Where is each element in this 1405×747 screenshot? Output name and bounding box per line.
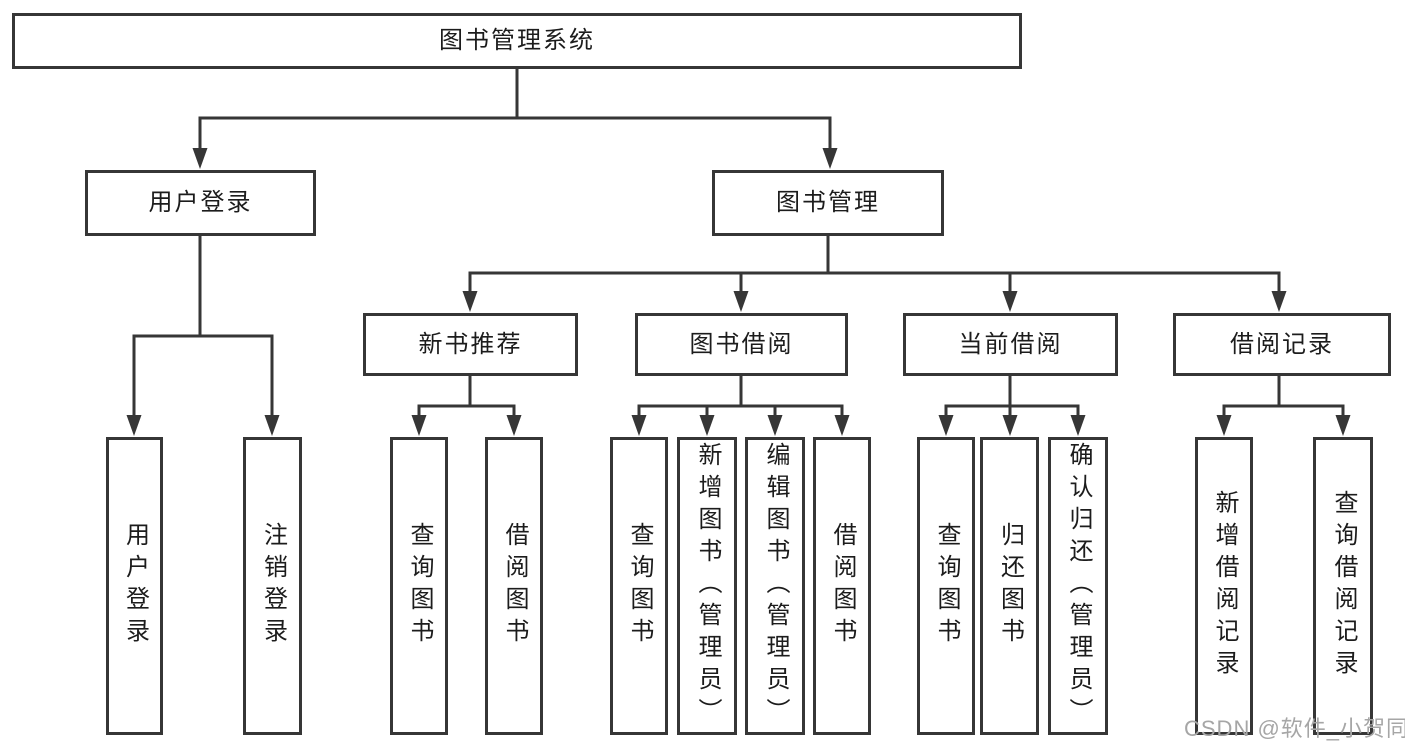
leaf-borrow-books-recommend: 借阅图书 bbox=[485, 437, 543, 735]
node-new-book-recommend: 新书推荐 bbox=[363, 313, 578, 376]
leaf-query-borrow-record: 查询借阅记录 bbox=[1313, 437, 1373, 735]
node-book-borrow: 图书借阅 bbox=[635, 313, 848, 376]
node-user-login: 用户登录 bbox=[85, 170, 316, 236]
leaf-query-books-current: 查询图书 bbox=[917, 437, 975, 735]
watermark: CSDN @软件_小贺同学 bbox=[1184, 716, 1405, 741]
node-book-management: 图书管理 bbox=[712, 170, 944, 236]
leaf-logout: 注销登录 bbox=[243, 437, 302, 735]
leaf-query-books-borrow: 查询图书 bbox=[610, 437, 668, 735]
leaf-user-login: 用户登录 bbox=[106, 437, 163, 735]
leaf-add-borrow-record: 新增借阅记录 bbox=[1195, 437, 1253, 735]
leaf-return-books: 归还图书 bbox=[980, 437, 1039, 735]
node-borrow-records: 借阅记录 bbox=[1173, 313, 1391, 376]
node-library-system: 图书管理系统 bbox=[12, 13, 1022, 69]
leaf-edit-books-admin: 编辑图书（管理员） bbox=[745, 437, 805, 735]
leaf-add-books-admin: 新增图书（管理员） bbox=[677, 437, 737, 735]
leaf-borrow-books: 借阅图书 bbox=[813, 437, 871, 735]
node-current-borrow: 当前借阅 bbox=[903, 313, 1118, 376]
leaf-query-books-recommend: 查询图书 bbox=[390, 437, 448, 735]
leaf-confirm-return-admin: 确认归还（管理员） bbox=[1048, 437, 1108, 735]
